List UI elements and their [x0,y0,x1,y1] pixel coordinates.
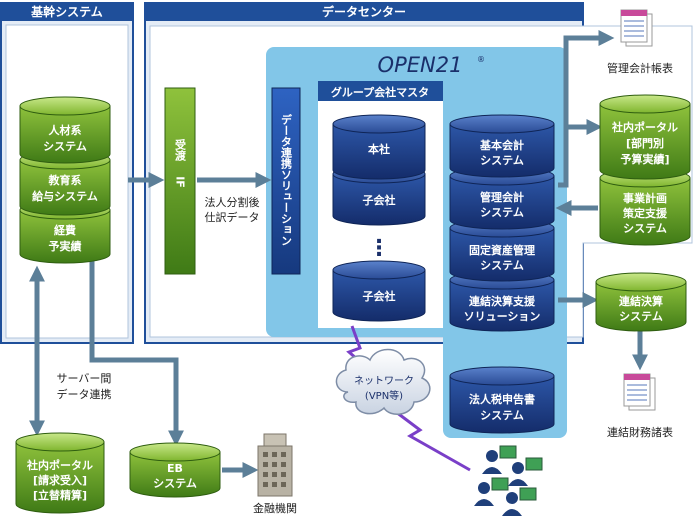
arrow-kanri-chohyo [558,29,615,188]
users-pc-icon [474,445,543,516]
jigyo-label-1: 事業計画 [623,191,667,205]
honsha-label: 本社 [368,142,390,156]
keihi-label-1: 経費 [54,223,76,237]
eb-cylinder: EB システム [129,442,221,498]
accounting-stack: 連結決算支援 ソリューション 固定資産管理 システム 管理会計 システム 基本会… [449,114,555,434]
network-label-2: (VPN等) [365,389,403,402]
renketsu-sol-label-1: 連結決算支援 [469,294,536,308]
user-1 [482,445,517,474]
portal-right-cylinder: 社内ポータル [部門別 予算実績] [599,94,691,180]
right-stack: 事業計画 策定支援 システム 社内ポータル [部門別 予算実績] 連結決算 シス… [595,94,691,332]
houjin-label-2: 仕訳データ [205,210,260,224]
kikan-title: 基幹システム [30,4,103,19]
keihi-label-2: 予実績 [49,239,82,253]
jinzai-cylinder: 人材系 システム [19,96,111,164]
user-3 [474,477,509,506]
houjin-label: 法人分割後 仕訳データ [205,195,260,224]
hojinzei-label-2: システム [480,409,524,422]
kanri-chohyo-label: 管理会計帳表 [607,61,673,75]
portal-left-label-3: [立替精算] [33,488,87,502]
uketoshi-label-2: IF [174,176,187,188]
kotei-cylinder: 固定資産管理 システム [449,218,555,282]
eb-label-1: EB [167,462,183,475]
kogaisha-cylinder-2: 子会社 [332,260,426,322]
portal-left-cylinder: 社内ポータル [請求受入] [立替精算] [15,432,105,514]
open21-logo: OPEN21 [378,53,463,77]
portal-right-label-2: [部門別 [626,136,664,150]
registered-mark: ® [477,55,485,64]
kanri-label-2: システム [480,206,524,219]
houjin-label-1: 法人分割後 [205,195,260,209]
kogaisha-label-2: 子会社 [363,289,396,303]
kinyu-label: 金融機関 [253,501,297,515]
kanri-label-1: 管理会計 [480,190,524,204]
renketsu-sys-label-1: 連結決算 [619,294,663,308]
kotei-label-1: 固定資産管理 [469,243,535,257]
network-cloud: ネットワーク (VPN等) [335,348,431,415]
hojinzei-cylinder: 法人税申告書 システム [449,366,555,434]
hojinzei-label-1: 法人税申告書 [469,392,535,406]
group-master-title: グループ会社マスタ [331,85,429,99]
jigyo-cylinder: 事業計画 策定支援 システム [599,168,691,246]
renkei-label: データ連携ソリューション [280,113,293,246]
portal-left-label-2: [請求受入] [33,473,87,487]
kogaisha-label-1: 子会社 [363,193,396,207]
honsha-cylinder: 本社 [332,114,426,180]
datacenter-title: データセンター [322,4,406,19]
portal-right-label-3: 予算実績] [620,152,669,166]
kotei-label-2: システム [480,259,524,272]
jigyo-label-2: 策定支援 [622,206,668,220]
jigyo-label-3: システム [623,222,667,235]
document-icon-top: 管理会計帳表 [607,9,673,75]
renketsu-sol-label-2: ソリューション [464,310,541,323]
renketsu-sys-cylinder: 連結決算 システム [595,272,687,332]
portal-left-label-1: 社内ポータル [26,458,93,472]
user-2 [508,457,543,486]
jinzai-label-2: システム [43,140,87,153]
kihon-label-1: 基本会計 [479,138,524,152]
eb-label-2: システム [153,477,197,490]
server-label-2: データ連携 [57,387,112,401]
kyoiku-label-2: 給与システム [32,189,98,203]
user-4 [502,487,537,516]
portal-right-label-1: 社内ポータル [611,120,678,134]
document-icon-bottom: 連結財務諸表 [607,373,673,439]
renkei-solution-bar: データ連携ソリューション [271,87,301,275]
kihon-cylinder: 基本会計 システム [449,114,555,178]
uketoshi-if-box: 受渡 IF [164,87,196,275]
building-icon: 金融機関 [253,433,297,515]
server-label-1: サーバー間 [57,372,112,385]
network-label-1: ネットワーク [354,375,414,387]
kihon-label-2: システム [480,154,524,167]
uketoshi-label-1: 受渡 [174,138,187,162]
server-label: サーバー間 データ連携 [57,372,112,401]
kikan-stack: 経費 予実績 教育系 給与システム 人材系 システム [19,96,111,264]
renketsu-sys-label-2: システム [619,310,663,323]
connectors [28,29,649,479]
renketsu-zaimu-label: 連結財務諸表 [607,425,673,439]
ellipsis-dots: ⋮ [368,236,390,261]
master-stack: 子会社 ⋮ 子会社 本社 [332,114,426,322]
arrow-keihi-eb [89,258,185,447]
kyoiku-label-1: 教育系 [48,173,82,187]
jinzai-label-1: 人材系 [49,123,82,137]
